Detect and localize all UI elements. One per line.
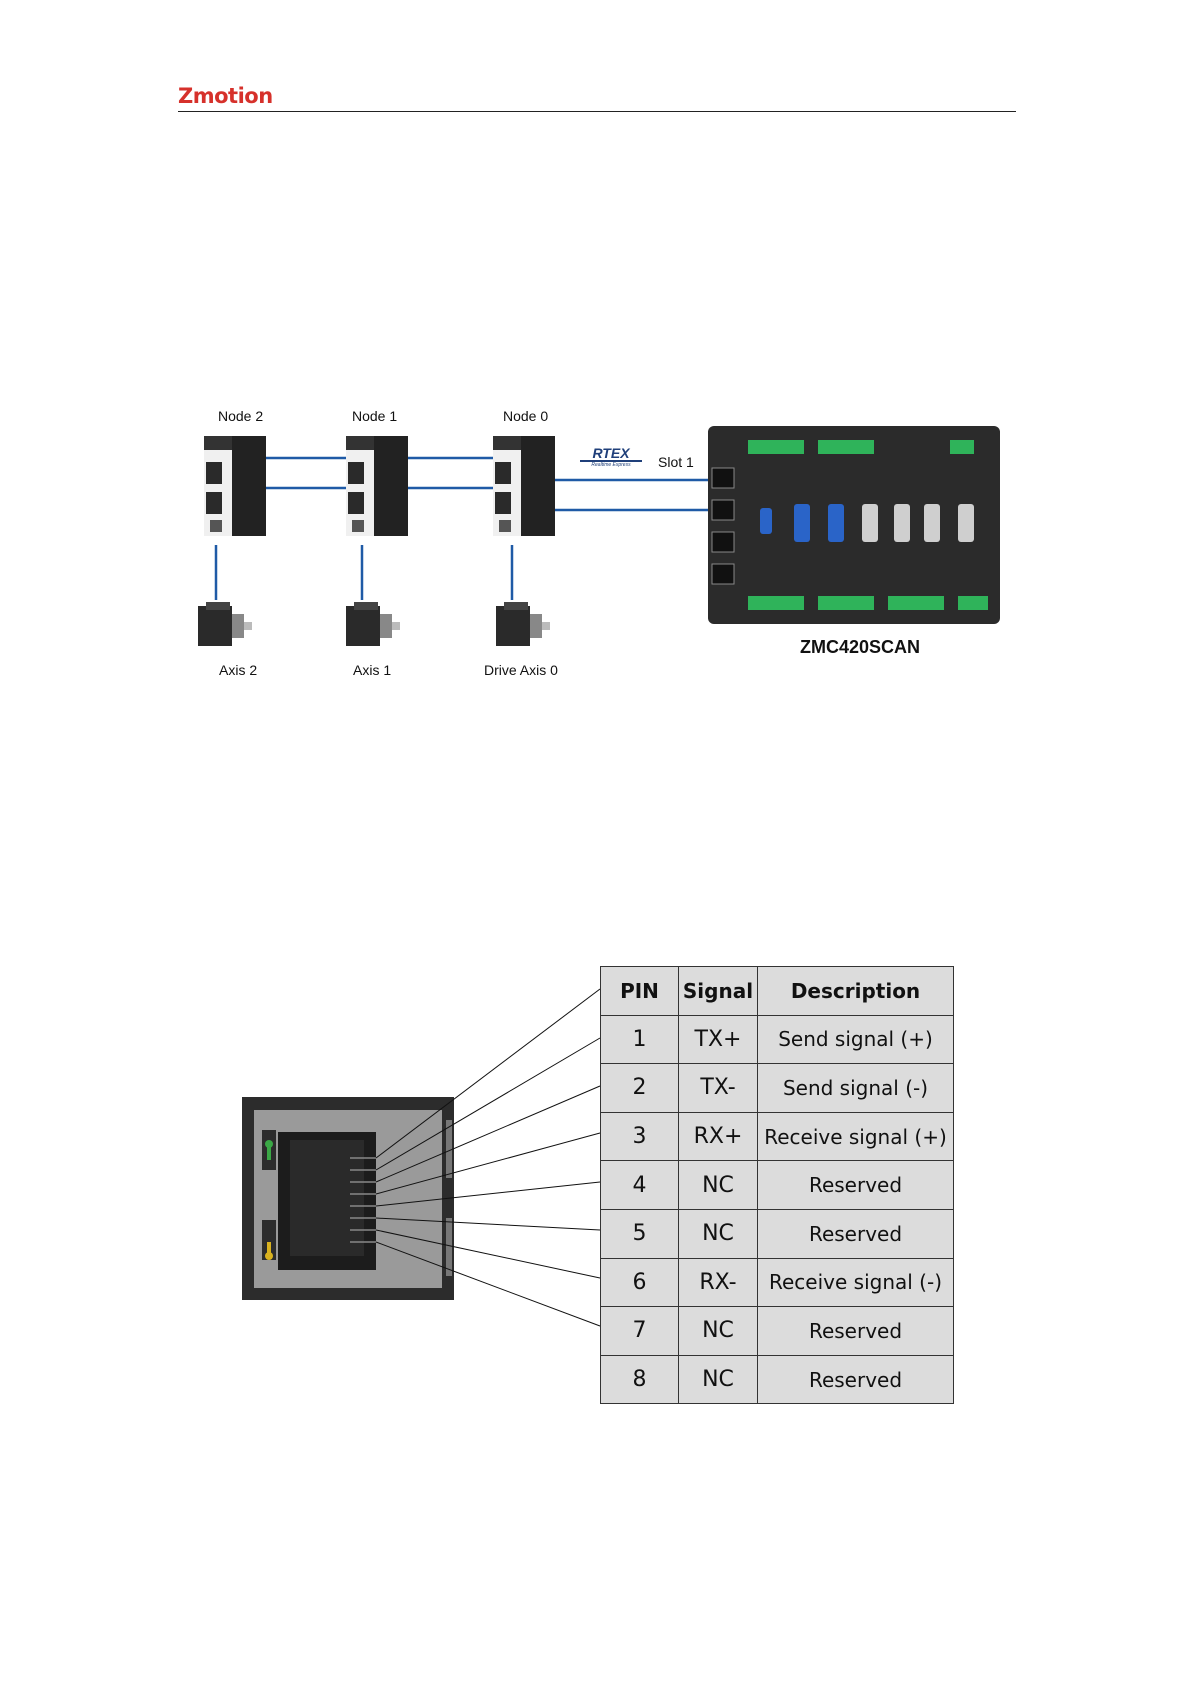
rj45-connector-diagram <box>0 900 1191 1420</box>
servo-motor-axis-1 <box>340 600 402 656</box>
pin-signal: TX+ <box>679 1015 758 1064</box>
pin-number: 3 <box>601 1112 679 1161</box>
pin-number: 4 <box>601 1161 679 1210</box>
table-row: 8 NC Reserved <box>601 1355 954 1404</box>
pin-definition-table: PIN Signal Description 1 TX+ Send signal… <box>600 966 954 1404</box>
controller-model-label: ZMC420SCAN <box>800 637 920 658</box>
table-header-row: PIN Signal Description <box>601 967 954 1016</box>
network-cables <box>0 0 1191 700</box>
pin-signal: TX- <box>679 1064 758 1113</box>
table-row: 5 NC Reserved <box>601 1209 954 1258</box>
pin-description: Receive signal (+) <box>758 1112 954 1161</box>
column-header-signal: Signal <box>679 967 758 1016</box>
node-label-2: Node 2 <box>218 408 263 424</box>
table-row: 7 NC Reserved <box>601 1307 954 1356</box>
pin-signal: NC <box>679 1161 758 1210</box>
node-label-0: Node 0 <box>503 408 548 424</box>
servo-drive-node-1 <box>346 436 408 536</box>
table-row: 6 RX- Receive signal (-) <box>601 1258 954 1307</box>
pin-description: Send signal (+) <box>758 1015 954 1064</box>
rtex-logo-subtext: Realtime Express <box>580 462 642 469</box>
table-row: 3 RX+ Receive signal (+) <box>601 1112 954 1161</box>
slot-label: Slot 1 <box>658 454 694 470</box>
pin-number: 6 <box>601 1258 679 1307</box>
rj45-pinout-figure <box>0 900 1191 1420</box>
pin-signal: RX+ <box>679 1112 758 1161</box>
pin-number: 5 <box>601 1209 679 1258</box>
pin-signal: RX- <box>679 1258 758 1307</box>
pin-number: 8 <box>601 1355 679 1404</box>
pin-signal: NC <box>679 1209 758 1258</box>
table-row: 1 TX+ Send signal (+) <box>601 1015 954 1064</box>
table-row: 2 TX- Send signal (-) <box>601 1064 954 1113</box>
column-header-pin: PIN <box>601 967 679 1016</box>
topology-diagram: Node 2 Node 1 Node 0 <box>0 0 1191 700</box>
rtex-logo-text: RTEX <box>580 446 642 462</box>
node-label-1: Node 1 <box>352 408 397 424</box>
servo-drive-node-2 <box>204 436 266 536</box>
rtex-bus-logo: RTEX Realtime Express <box>580 446 642 472</box>
pin-signal: NC <box>679 1307 758 1356</box>
column-header-description: Description <box>758 967 954 1016</box>
table-row: 4 NC Reserved <box>601 1161 954 1210</box>
pin-description: Reserved <box>758 1355 954 1404</box>
pin-description: Receive signal (-) <box>758 1258 954 1307</box>
servo-motor-axis-2 <box>192 600 254 656</box>
axis-label-0: Drive Axis 0 <box>484 662 558 678</box>
pin-number: 1 <box>601 1015 679 1064</box>
pin-number: 2 <box>601 1064 679 1113</box>
pin-signal: NC <box>679 1355 758 1404</box>
pin-description: Send signal (-) <box>758 1064 954 1113</box>
pin-description: Reserved <box>758 1161 954 1210</box>
axis-label-1: Axis 1 <box>353 662 391 678</box>
zmc420scan-controller <box>708 426 1000 624</box>
servo-drive-node-0 <box>493 436 555 536</box>
pin-description: Reserved <box>758 1307 954 1356</box>
axis-label-2: Axis 2 <box>219 662 257 678</box>
servo-motor-axis-0 <box>490 600 552 656</box>
pin-number: 7 <box>601 1307 679 1356</box>
pin-description: Reserved <box>758 1209 954 1258</box>
